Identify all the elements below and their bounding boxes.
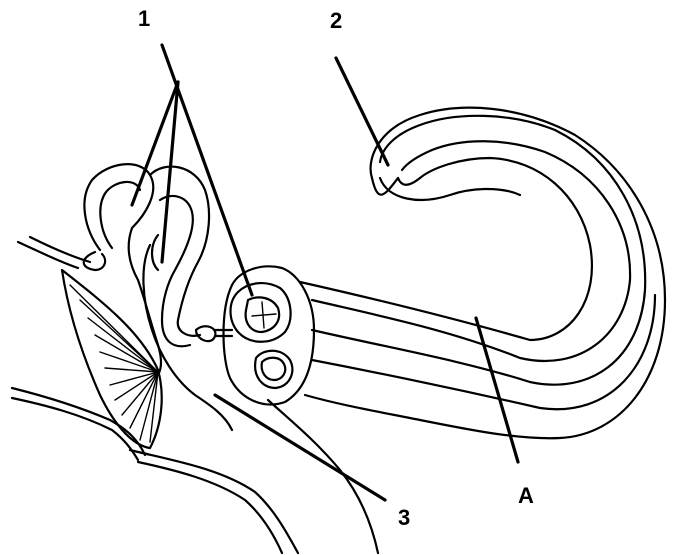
label-2: 2 <box>330 10 342 32</box>
ear-canal <box>12 237 145 460</box>
pointer-lines <box>132 45 518 500</box>
pointer-2 <box>336 58 388 165</box>
pointer-1-stapes <box>162 45 252 295</box>
vestibule <box>224 266 315 404</box>
pointer-1-incus <box>162 82 178 262</box>
stapes <box>196 326 232 341</box>
pointer-a <box>476 318 518 462</box>
outer-contour <box>130 400 378 553</box>
label-3: 3 <box>398 507 410 529</box>
label-1: 1 <box>138 8 150 30</box>
incus <box>150 167 209 347</box>
cochlea <box>300 108 665 439</box>
malleus <box>84 164 161 375</box>
label-a: A <box>518 485 534 507</box>
